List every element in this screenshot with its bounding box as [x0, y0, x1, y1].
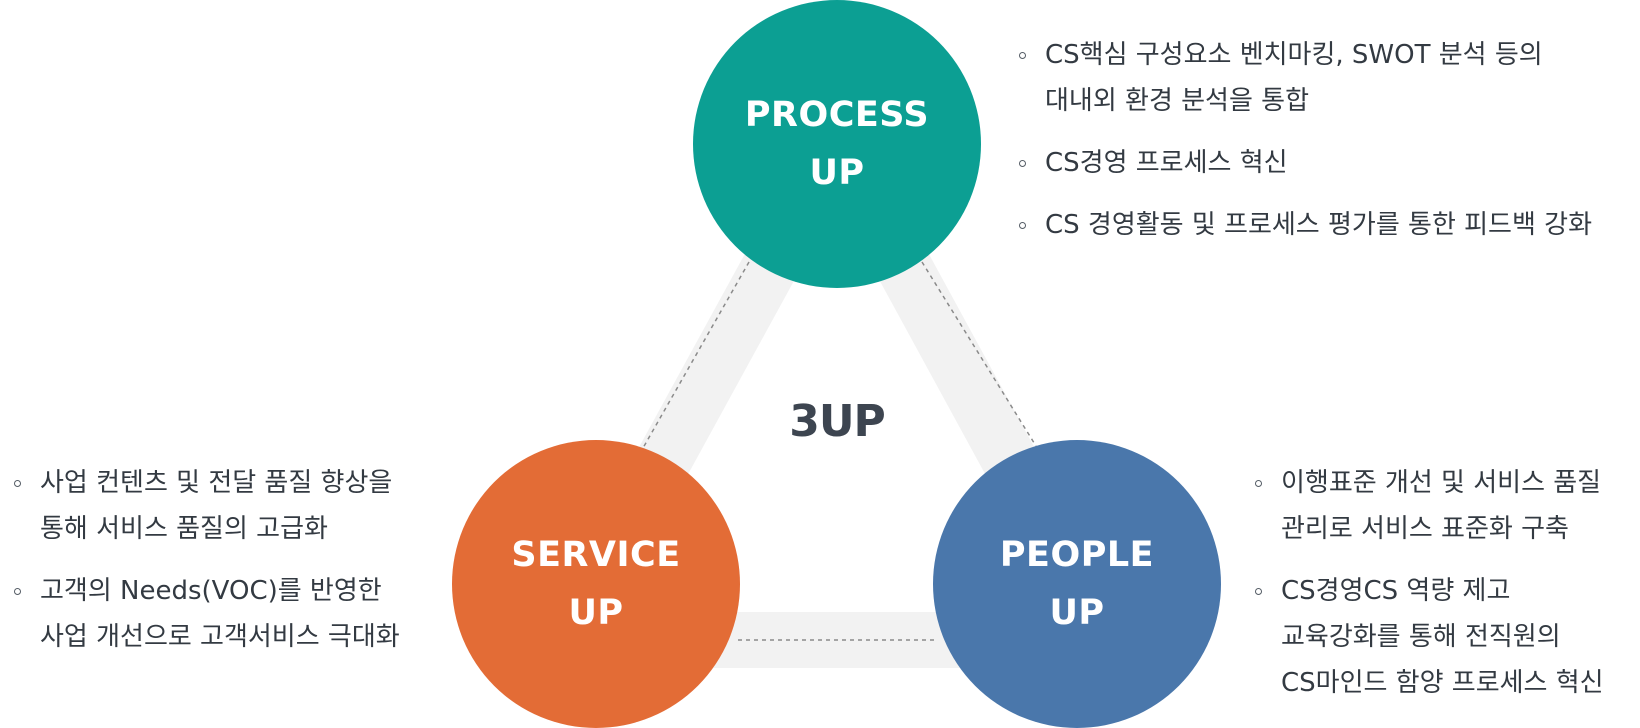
list-item-text: CS 경영활동 및 프로세스 평가를 통한 피드백 강화 — [1045, 210, 1592, 240]
list-item: 이행표준 개선 및 서비스 품질 관리로 서비스 표준화 구축 — [1253, 460, 1604, 552]
list-item-text: CS경영CS 역량 제고 — [1281, 576, 1511, 606]
bullet-dot-icon — [14, 588, 21, 595]
list-item-text: 고객의 Needs(VOC)를 반영한 — [40, 576, 382, 606]
bullet-dot-icon — [14, 480, 21, 487]
process-node-title: PROCESS — [744, 95, 930, 135]
bullet-dot-icon — [1019, 52, 1026, 59]
list-item: 고객의 Needs(VOC)를 반영한 사업 개선으로 고객서비스 극대화 — [12, 568, 400, 660]
list-item-text: 통해 서비스 품질의 고급화 — [40, 514, 328, 544]
people-bullet-list: 이행표준 개선 및 서비스 품질 관리로 서비스 표준화 구축 CS경영CS 역… — [1253, 460, 1604, 722]
service-node-title: SERVICE — [511, 535, 681, 575]
list-item-text: CS경영 프로세스 혁신 — [1045, 148, 1288, 178]
list-item-text: 사업 개선으로 고객서비스 극대화 — [40, 622, 400, 652]
list-item-text: CS핵심 구성요소 벤치마킹, SWOT 분석 등의 — [1045, 40, 1543, 70]
list-item: CS핵심 구성요소 벤치마킹, SWOT 분석 등의 대내외 환경 분석을 통합 — [1017, 32, 1592, 124]
bullet-dot-icon — [1255, 588, 1262, 595]
list-item: CS경영CS 역량 제고 교육강화를 통해 전직원의 CS마인드 함양 프로세스… — [1253, 568, 1604, 706]
center-label: 3UP — [789, 396, 886, 447]
service-node-subtitle: UP — [568, 593, 624, 633]
people-up-node: PEOPLE UP — [933, 440, 1221, 728]
process-node-subtitle: UP — [809, 153, 865, 193]
bullet-dot-icon — [1019, 222, 1026, 229]
people-node-title: PEOPLE — [999, 535, 1155, 575]
bullet-dot-icon — [1255, 480, 1262, 487]
list-item-text: 대내외 환경 분석을 통합 — [1045, 86, 1309, 116]
people-node-subtitle: UP — [1049, 593, 1105, 633]
service-bullet-list: 사업 컨텐츠 및 전달 품질 향상을 통해 서비스 품질의 고급화 고객의 Ne… — [12, 460, 400, 676]
service-up-node: SERVICE UP — [452, 440, 740, 728]
list-item-text: CS마인드 함양 프로세스 혁신 — [1281, 668, 1604, 698]
list-item-text: 교육강화를 통해 전직원의 — [1281, 622, 1561, 652]
process-up-node: PROCESS UP — [693, 0, 981, 288]
list-item: CS 경영활동 및 프로세스 평가를 통한 피드백 강화 — [1017, 202, 1592, 248]
list-item: CS경영 프로세스 혁신 — [1017, 140, 1592, 186]
bullet-dot-icon — [1019, 160, 1026, 167]
list-item: 사업 컨텐츠 및 전달 품질 향상을 통해 서비스 품질의 고급화 — [12, 460, 400, 552]
list-item-text: 사업 컨텐츠 및 전달 품질 향상을 — [40, 468, 393, 498]
list-item-text: 이행표준 개선 및 서비스 품질 — [1281, 468, 1602, 498]
dash-process-service — [642, 261, 750, 449]
process-bullet-list: CS핵심 구성요소 벤치마킹, SWOT 분석 등의 대내외 환경 분석을 통합… — [1017, 32, 1592, 264]
list-item-text: 관리로 서비스 표준화 구축 — [1281, 514, 1569, 544]
